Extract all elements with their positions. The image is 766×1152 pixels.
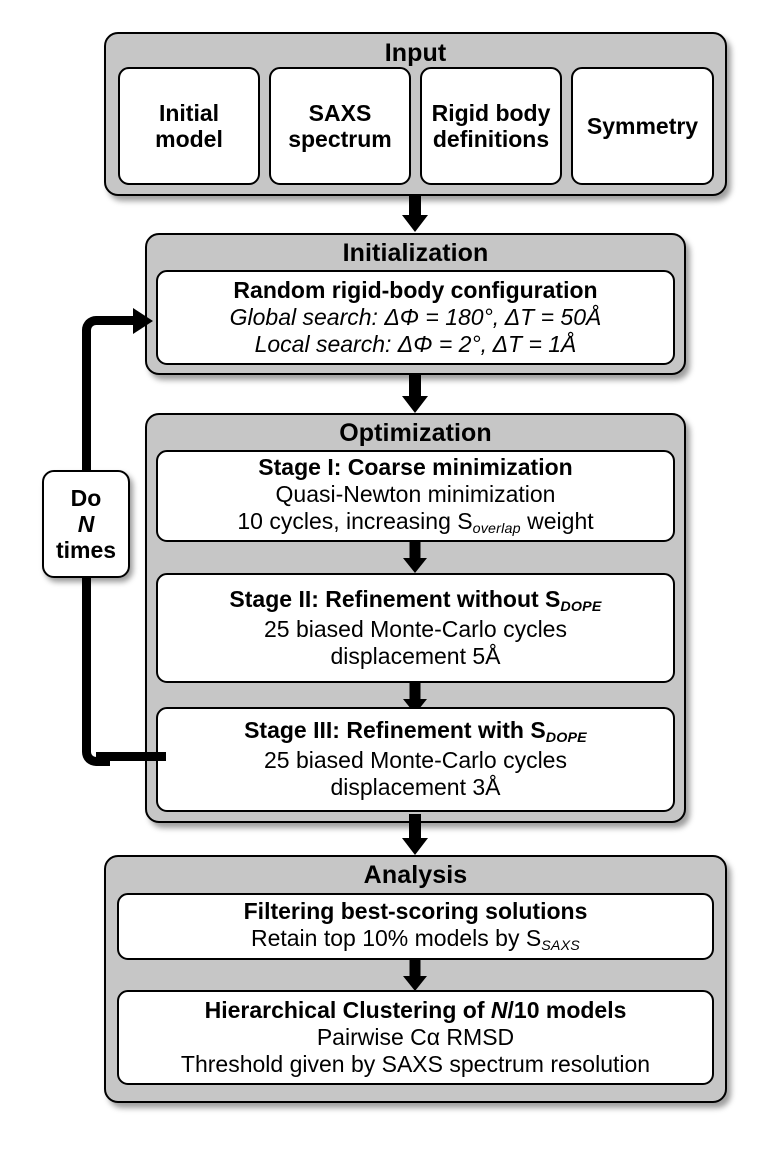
- loop-corner-bottom-left: [82, 738, 110, 766]
- optimization-stage-3-heading: Stage III: Refinement with SDOPE: [244, 717, 587, 747]
- arrow-filtering-to-clustering: [396, 959, 434, 991]
- loop-segment-top: [104, 316, 136, 325]
- input-cell-initial-model-line1: Initial: [158, 99, 220, 126]
- optimization-stage-2-box: Stage II: Refinement without SDOPE 25 bi…: [156, 573, 675, 683]
- loop-count-line2: N: [77, 510, 95, 537]
- arrow-stage1-to-stage2: [396, 541, 434, 573]
- input-cell-rigid-body-definitions-line1: Rigid body: [431, 99, 551, 126]
- initialization-global-search: Global search: ΔΦ = 180°, ΔT = 50Å: [229, 303, 602, 330]
- optimization-stage-2-line2: displacement 5Å: [330, 642, 501, 669]
- input-cell-symmetry-line1: Symmetry: [586, 112, 699, 139]
- optimization-stage-2-heading: Stage II: Refinement without SDOPE: [229, 585, 602, 615]
- loop-count-line1: Do: [70, 484, 102, 511]
- optimization-stage-3-box: Stage III: Refinement with SDOPE 25 bias…: [156, 707, 675, 812]
- loop-segment-bottom: [96, 752, 166, 761]
- analysis-filtering-heading: Filtering best-scoring solutions: [243, 898, 588, 925]
- optimization-stage-1-box: Stage I: Coarse minimization Quasi-Newto…: [156, 450, 675, 542]
- optimization-stage-3-line1: 25 biased Monte-Carlo cycles: [264, 747, 567, 774]
- analysis-filtering-box: Filtering best-scoring solutions Retain …: [117, 893, 714, 960]
- input-cell-saxs-spectrum-line2: spectrum: [288, 126, 392, 152]
- group-optimization-title: Optimization: [339, 419, 492, 447]
- optimization-stage-1-heading: Stage I: Coarse minimization: [258, 453, 573, 480]
- input-cell-saxs-spectrum-line1: SAXS: [308, 99, 372, 126]
- analysis-clustering-line1: Pairwise Cα RMSD: [316, 1023, 515, 1050]
- loop-corner-top-left: [82, 316, 110, 344]
- optimization-stage-1-line1: Quasi-Newton minimization: [275, 481, 556, 508]
- optimization-stage-1-line2: 10 cycles, increasing Soverlap weight: [237, 508, 594, 538]
- loop-arrowhead-icon: [133, 308, 153, 334]
- loop-count-label: Do N times: [42, 470, 130, 578]
- loop-count-line3: times: [55, 537, 117, 564]
- input-cell-rigid-body-definitions: Rigid body definitions: [420, 67, 562, 185]
- input-cell-rigid-body-definitions-line2: definitions: [432, 126, 550, 152]
- group-initialization-title: Initialization: [342, 239, 489, 267]
- input-cell-initial-model-line2: model: [155, 126, 223, 152]
- optimization-stage-3-line2: displacement 3Å: [330, 774, 501, 801]
- input-cell-symmetry: Symmetry: [571, 67, 714, 185]
- input-cell-initial-model: Initial model: [118, 67, 260, 185]
- initialization-heading: Random rigid-body configuration: [233, 276, 598, 303]
- analysis-clustering-box: Hierarchical Clustering of N/10 models P…: [117, 990, 714, 1085]
- analysis-filtering-line1: Retain top 10% models by SSAXS: [250, 925, 581, 955]
- input-cell-saxs-spectrum: SAXS spectrum: [269, 67, 411, 185]
- group-analysis-title: Analysis: [363, 861, 468, 889]
- initialization-detail-box: Random rigid-body configuration Global s…: [156, 270, 675, 365]
- analysis-clustering-heading: Hierarchical Clustering of N/10 models: [204, 996, 627, 1023]
- arrow-input-to-initialization: [394, 196, 436, 232]
- analysis-clustering-line2: Threshold given by SAXS spectrum resolut…: [180, 1051, 651, 1078]
- arrow-optimization-to-analysis: [394, 814, 436, 855]
- initialization-local-search: Local search: ΔΦ = 2°, ΔT = 1Å: [254, 331, 577, 358]
- arrow-initialization-to-optimization: [394, 375, 436, 413]
- optimization-stage-2-line1: 25 biased Monte-Carlo cycles: [264, 615, 567, 642]
- group-input-title: Input: [384, 39, 447, 67]
